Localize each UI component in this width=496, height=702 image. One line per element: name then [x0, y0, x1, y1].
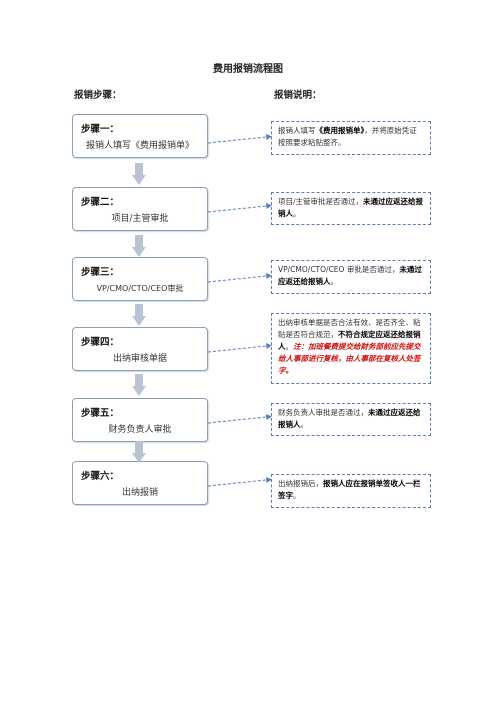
down-arrow-icon: [132, 235, 146, 257]
note-box-3: VP/CMO/CTO/CEO 审批是否通过，未通过应返还给报销人。: [271, 260, 431, 294]
down-arrow-icon: [132, 441, 146, 463]
dashed-arrow-icon: [208, 343, 272, 353]
step-title: 步骤六：: [81, 471, 120, 482]
dashed-arrow-icon: [208, 203, 272, 213]
down-arrow-icon: [132, 163, 146, 185]
note-text: 。: [285, 342, 294, 351]
note-emphasis: 《费用报销单》: [315, 126, 365, 135]
step-box-5: 步骤五： 财务负责人审批: [72, 398, 208, 442]
down-arrow-icon: [132, 374, 146, 396]
note-emphasis: 报销人应在报销单签收人一栏签字: [278, 479, 421, 500]
step-desc: 财务负责人审批: [108, 425, 172, 435]
dashed-arrow-icon: [208, 273, 272, 283]
step-box-1: 步骤一： 报销人填写《费用报销单》: [72, 114, 208, 158]
note-text: 。: [300, 420, 309, 429]
note-emphasis: 不符合规定应返还给报销人: [278, 330, 421, 351]
note-box-2: 项目/主管审批是否通过，未通过应返还给报销人。: [271, 192, 431, 225]
page-title: 费用报销流程图: [213, 64, 283, 75]
note-box-5: 财务负责人审批是否通过，未通过应返还给报销人。: [271, 403, 431, 436]
step-desc: 出纳报销: [121, 488, 158, 498]
step-desc: 出纳审核单据: [112, 354, 167, 364]
note-text: 。: [330, 277, 339, 286]
note-box-1: 报销人填写《费用报销单》，并将原始凭证按照要求粘贴整齐。: [271, 121, 431, 155]
note-text: 项目/主管审批是否通过，: [278, 197, 364, 206]
down-arrow-icon: [132, 304, 146, 326]
note-text: 。: [293, 209, 301, 218]
step-desc: 项目/主管审批: [111, 214, 169, 224]
note-warning: 注：加班餐费提交给财务部前应先提交给人事部进行复核，由人事部在复核人处签字。: [278, 342, 421, 375]
step-title: 步骤五：: [81, 408, 120, 419]
step-box-6: 步骤六： 出纳报销: [72, 461, 208, 505]
dashed-arrow-icon: [208, 477, 272, 487]
note-text: 。: [293, 491, 301, 500]
step-box-3: 步骤三： VP/CMO/CTO/CEO审批: [72, 257, 208, 301]
note-text: 财务负责人审批是否通过，: [278, 408, 368, 417]
note-text: 出纳报销后，: [278, 479, 323, 488]
step-title: 步骤一：: [81, 124, 120, 135]
note-box-6: 出纳报销后，报销人应在报销单签收人一栏签字。: [271, 474, 431, 508]
note-text: 出纳审核单据是否合法有效、是否齐全、粘贴是否符合规范，: [278, 318, 421, 339]
step-title: 步骤三：: [81, 267, 120, 278]
note-text: 报销人填写: [278, 126, 316, 135]
dashed-arrow-icon: [208, 414, 272, 424]
step-box-4: 步骤四： 出纳审核单据: [72, 327, 208, 371]
step-desc: 报销人填写《费用报销单》: [85, 141, 194, 151]
note-emphasis: 未通过应返还给报销人: [278, 265, 422, 286]
notes-header: 报销说明：: [274, 90, 322, 101]
note-text: VP/CMO/CTO/CEO 审批是否通过，: [278, 265, 400, 274]
note-emphasis: 未通过应返还给报销人: [278, 197, 424, 218]
step-box-2: 步骤二： 项目/主管审批: [72, 187, 208, 231]
steps-header: 报销步骤：: [74, 90, 122, 101]
note-box-4: 出纳审核单据是否合法有效、是否齐全、粘贴是否符合规范，不符合规定应返还给报销人。…: [271, 313, 431, 384]
step-desc: VP/CMO/CTO/CEO审批: [96, 284, 184, 293]
step-title: 步骤二：: [81, 197, 120, 208]
note-emphasis: 未通过应返还给报销人: [278, 408, 421, 429]
dashed-arrow-icon: [208, 134, 272, 144]
step-title: 步骤四：: [81, 337, 120, 348]
note-text: ，并将原始凭证按照要求粘贴整齐。: [278, 126, 417, 147]
